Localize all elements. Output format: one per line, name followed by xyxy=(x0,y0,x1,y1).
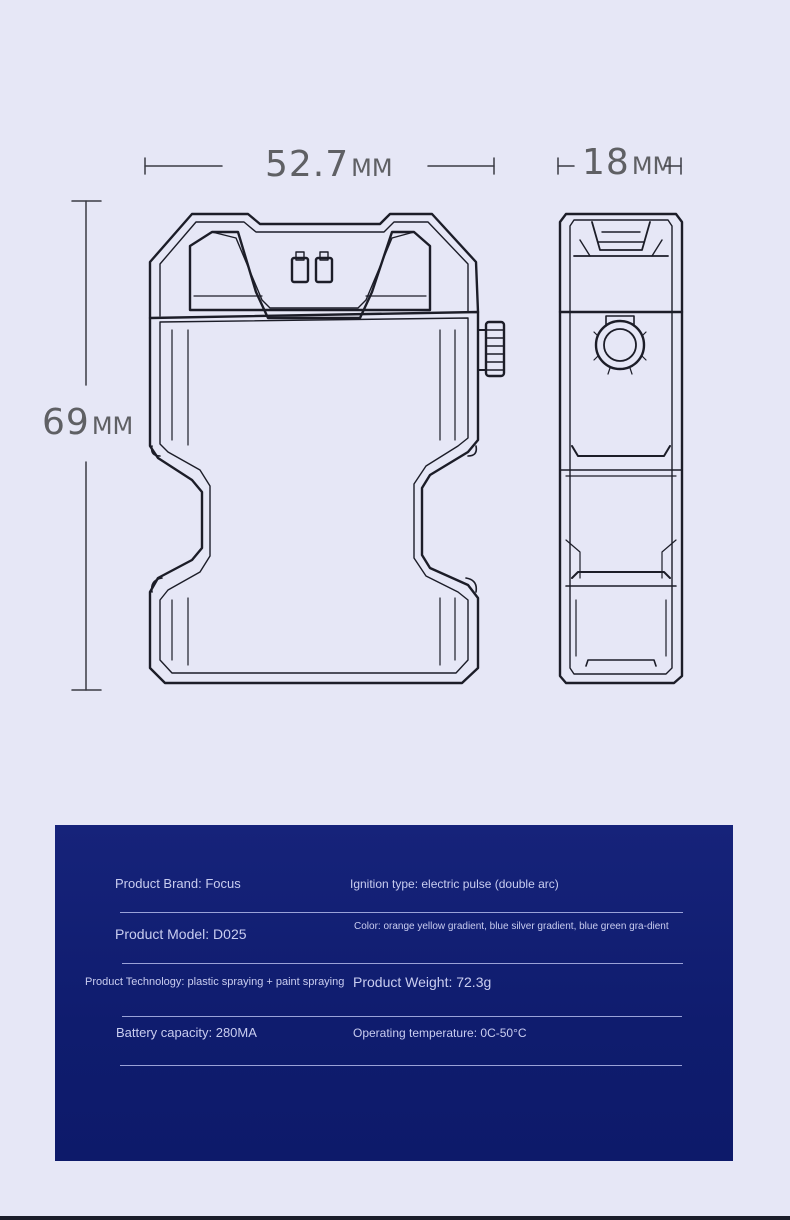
dimension-lines xyxy=(71,157,682,691)
product-line-drawing xyxy=(71,157,684,691)
spec-model: Product Model: D025 xyxy=(115,926,247,942)
side-view xyxy=(558,212,684,685)
electrode-left xyxy=(290,256,310,284)
front-view xyxy=(148,212,506,685)
side-button xyxy=(477,320,506,378)
electrode-right xyxy=(314,256,334,284)
depth-dimension-label: 18MM xyxy=(582,142,673,183)
spec-technology: Product Technology: plastic spraying + p… xyxy=(85,976,345,988)
height-unit: MM xyxy=(91,412,134,440)
height-dimension-label: 69MM xyxy=(42,402,133,443)
spec-battery: Battery capacity: 280MA xyxy=(116,1025,257,1040)
bottom-strip xyxy=(0,1216,790,1220)
spec-temperature: Operating temperature: 0C-50°C xyxy=(353,1026,527,1040)
width-dimension-label: 52.7MM xyxy=(265,144,393,185)
front-body-outline xyxy=(148,310,480,685)
side-body-outline xyxy=(558,212,684,685)
front-cap-outline xyxy=(148,212,480,320)
width-value: 52.7 xyxy=(265,144,350,185)
spec-weight: Product Weight: 72.3g xyxy=(353,974,492,990)
width-unit: MM xyxy=(351,154,393,182)
spec-brand: Product Brand: Focus xyxy=(115,876,241,891)
spec-divider xyxy=(122,1016,682,1017)
spec-ignition: Ignition type: electric pulse (double ar… xyxy=(350,877,559,891)
spec-divider xyxy=(120,1065,682,1066)
spec-panel xyxy=(55,825,733,1161)
spec-color: Color: orange yellow gradient, blue silv… xyxy=(354,921,669,932)
spec-divider xyxy=(120,912,683,913)
side-knob xyxy=(593,315,647,375)
spec-divider xyxy=(122,963,683,964)
chimney-outline xyxy=(188,230,432,320)
depth-value: 18 xyxy=(582,142,630,183)
height-value: 69 xyxy=(42,402,90,443)
